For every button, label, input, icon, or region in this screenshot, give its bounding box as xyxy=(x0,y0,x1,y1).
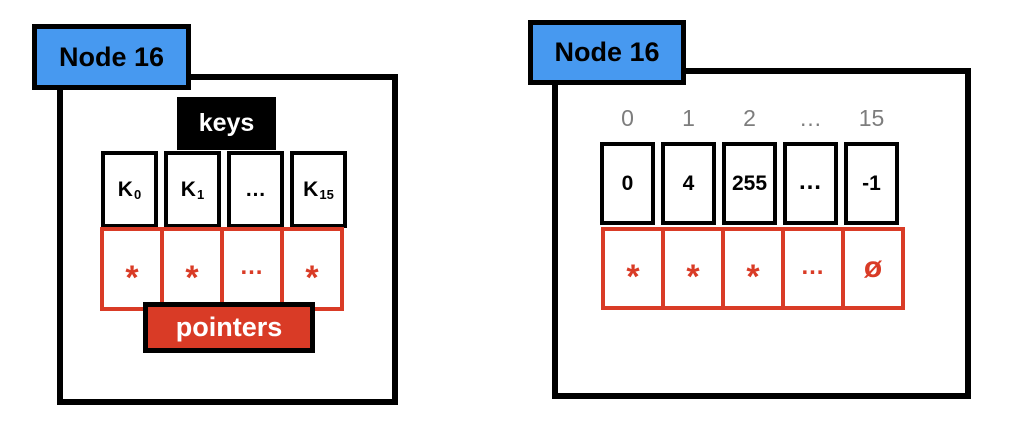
key-cell: … xyxy=(227,151,284,228)
pointer-cell: * xyxy=(100,227,164,311)
pointer-cell: * xyxy=(280,227,344,311)
pointer-cell: … xyxy=(781,227,845,310)
index-label: 15 xyxy=(858,104,885,131)
index-label: 1 xyxy=(682,104,695,131)
index-label: 2 xyxy=(743,104,756,131)
pointers-label-badge: pointers xyxy=(143,302,315,353)
value-cell: 255 xyxy=(722,142,777,225)
pointer-cell: * xyxy=(721,227,785,310)
pointers-label: pointers xyxy=(175,312,283,342)
value-cell: 0 xyxy=(600,142,655,225)
keys-label-badge: keys xyxy=(177,97,276,150)
right-node-title-badge: Node 16 xyxy=(528,20,686,85)
left-node-title-badge: Node 16 xyxy=(32,24,191,90)
left-pointers-row: **…* xyxy=(100,227,344,311)
index-label: … xyxy=(799,104,822,131)
value-cell: 4 xyxy=(661,142,716,225)
pointer-cell: … xyxy=(220,227,284,311)
left-node-title: Node 16 xyxy=(58,41,165,72)
right-index-row: 0 1 2 … 15 xyxy=(600,102,899,134)
keys-label: keys xyxy=(198,109,255,137)
pointer-cell: * xyxy=(160,227,224,311)
right-pointers-row: ***…ø xyxy=(601,227,905,310)
pointer-cell: * xyxy=(661,227,725,310)
pointer-cell: ø xyxy=(841,227,905,310)
pointer-cell: * xyxy=(601,227,665,310)
value-cell: -1 xyxy=(844,142,899,225)
right-node-title: Node 16 xyxy=(554,37,660,67)
value-cell: … xyxy=(783,142,838,225)
index-label: 0 xyxy=(621,104,634,131)
